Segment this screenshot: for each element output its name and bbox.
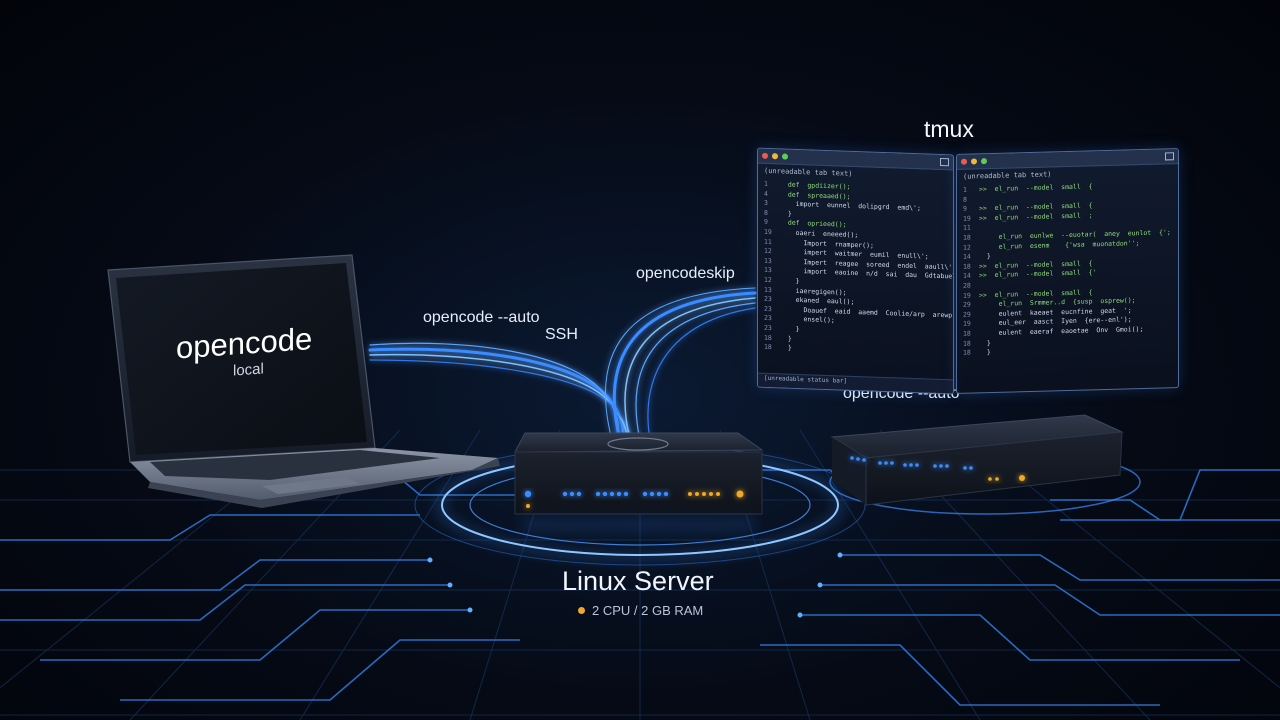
window-menu-icon[interactable]	[1165, 152, 1174, 161]
code-text: }	[979, 338, 991, 347]
code-text: }	[780, 333, 792, 343]
line-number: 29	[963, 300, 971, 309]
line-number: 9	[963, 204, 967, 213]
window-close-dot[interactable]	[762, 152, 768, 159]
line-number: 29	[963, 310, 971, 319]
line-number: 1	[963, 185, 967, 194]
code-view: 1 def gpdiizer();4 def spreaaed();3 impo…	[758, 179, 954, 360]
remote-server	[830, 414, 1124, 506]
window-close-dot[interactable]	[961, 158, 967, 165]
label-opencode-skip: opencodeskip	[636, 265, 735, 282]
window-maximize-dot[interactable]	[981, 158, 987, 165]
line-number: 12	[963, 243, 971, 252]
line-number: 18	[764, 342, 772, 352]
line-number: 23	[764, 294, 772, 304]
line-number: 11	[764, 237, 772, 246]
laptop-screen: opencode local	[116, 267, 366, 454]
line-number: 13	[764, 256, 772, 265]
line-number: 13	[764, 285, 772, 294]
code-text: }	[780, 343, 792, 352]
ssh-connection	[368, 342, 632, 444]
line-number: 18	[963, 329, 971, 338]
line-number: 14	[963, 271, 971, 281]
line-number: 11	[963, 223, 971, 233]
label-ssh: SSH	[545, 326, 578, 343]
status-dot-icon	[578, 607, 585, 614]
server-logo-icon	[607, 437, 669, 451]
line-number: 19	[963, 291, 971, 300]
server-spec-text: 2 CPU / 2 GB RAM	[592, 603, 704, 618]
app-subtitle: local	[233, 360, 264, 380]
laptop	[107, 254, 500, 508]
server-spec: 2 CPU / 2 GB RAM	[578, 603, 703, 618]
line-number: 28	[963, 281, 971, 290]
line-number: 1	[764, 179, 768, 188]
line-number: 23	[764, 304, 772, 313]
line-number: 19	[764, 227, 772, 237]
line-number: 13	[764, 266, 772, 275]
code-text: }	[780, 209, 792, 218]
line-number: 23	[764, 323, 772, 332]
label-tmux: tmux	[924, 116, 974, 142]
line-number: 23	[764, 314, 772, 323]
code-text: }	[979, 348, 991, 357]
line-number: 18	[963, 262, 971, 271]
window-maximize-dot[interactable]	[782, 153, 788, 160]
window-menu-icon[interactable]	[940, 157, 949, 167]
line-number: 18	[963, 233, 971, 242]
window-minimize-dot[interactable]	[971, 158, 977, 165]
code-text: }	[979, 252, 991, 261]
line-number: 9	[764, 218, 768, 227]
line-number: 18	[764, 333, 772, 342]
tmux-pane-left: (unreadable tab text) 1 def gpdiizer();4…	[757, 147, 954, 395]
line-number: 18	[963, 339, 971, 348]
line-number: 12	[764, 275, 772, 285]
line-number: 12	[764, 246, 772, 256]
line-number: 18	[963, 348, 971, 357]
line-number: 8	[963, 195, 967, 204]
line-number: 8	[764, 208, 768, 217]
line-number: 4	[764, 189, 768, 198]
app-title: opencode	[176, 321, 313, 366]
remote-connection	[605, 287, 757, 442]
line-number: 14	[963, 252, 971, 261]
line-number: 19	[963, 214, 971, 223]
line-number: 19	[963, 319, 971, 329]
linux-server	[514, 432, 764, 534]
label-opencode-auto-left: opencode --auto	[423, 309, 540, 326]
server-title: Linux Server	[562, 566, 714, 596]
window-minimize-dot[interactable]	[772, 153, 778, 160]
tmux-pane-right: (unreadable tab text) 1>> el_run --model…	[956, 148, 1179, 394]
line-number: 3	[764, 198, 768, 208]
